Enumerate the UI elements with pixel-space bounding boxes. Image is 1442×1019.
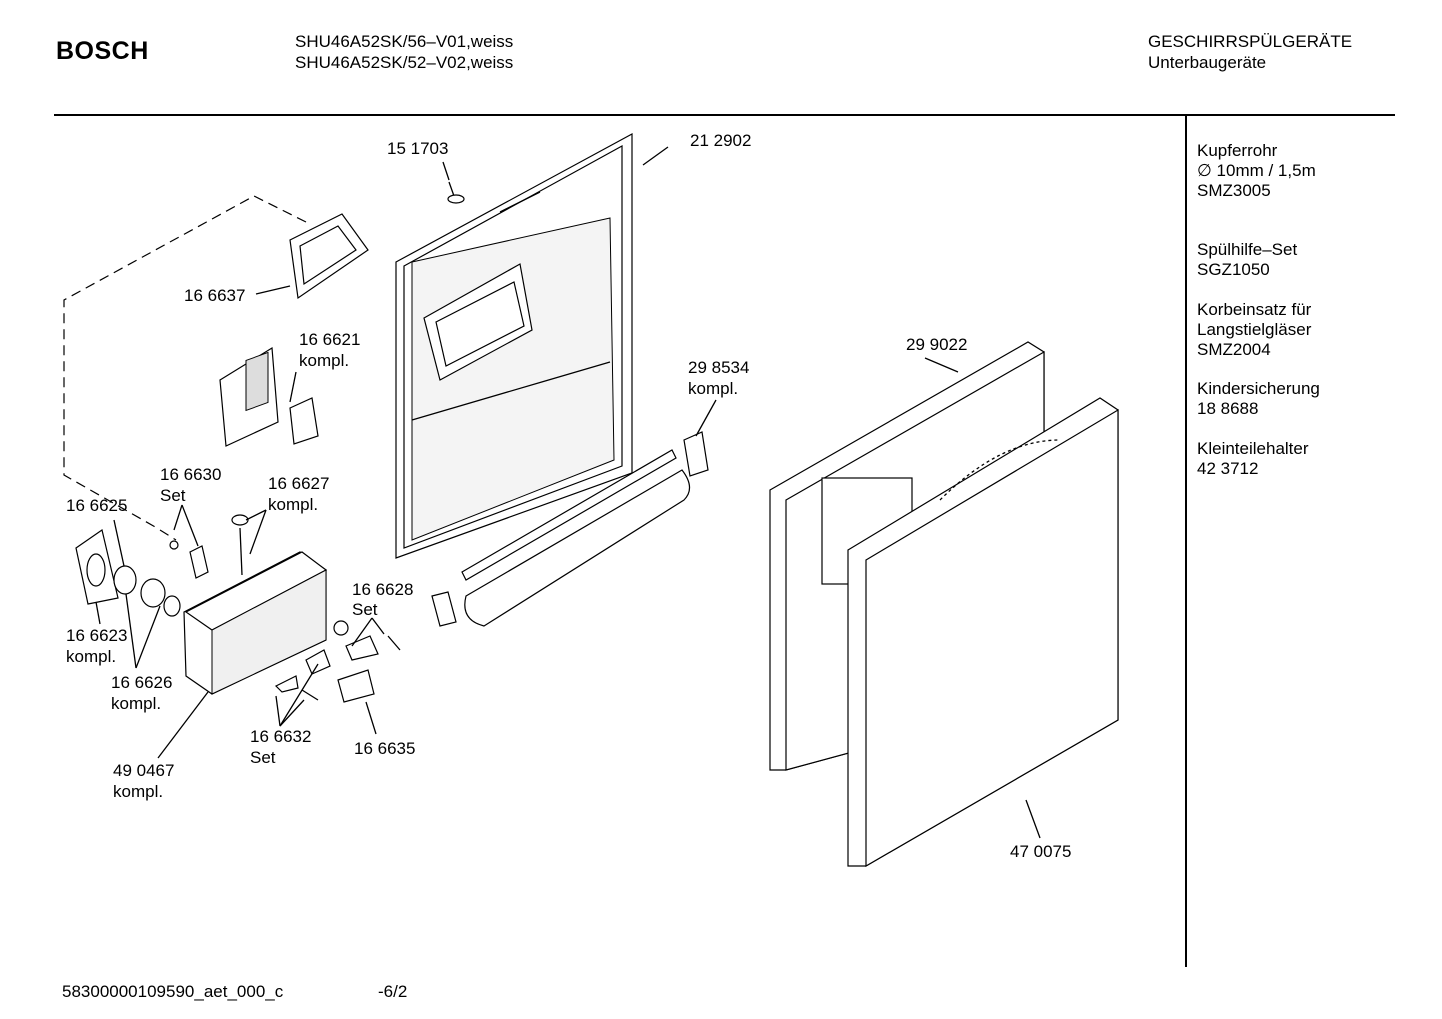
part-note-166632: Set	[250, 748, 276, 767]
model-line-1: SHU46A52SK/56–V01,weiss	[295, 32, 514, 51]
brand-logo: BOSCH	[56, 37, 149, 65]
part-note-166630: Set	[160, 486, 186, 505]
part-label-470075: 47 0075	[1010, 842, 1071, 861]
part-label-298534: 29 8534	[688, 358, 749, 377]
dispenser-housing	[183, 551, 328, 695]
part-label-166630: 16 6630	[160, 465, 221, 484]
category-line-1: GESCHIRRSPÜLGERÄTE	[1148, 32, 1353, 51]
accessory-3: Kindersicherung 18 8688	[1197, 379, 1320, 419]
accessory-1-line-0: Spülhilfe–Set	[1197, 240, 1298, 259]
part-label-212902: 21 2902	[690, 131, 751, 150]
accessory-3-line-0: Kindersicherung	[1197, 379, 1320, 398]
part-label-166623: 16 6623	[66, 626, 127, 645]
accessory-4-line-1: 42 3712	[1197, 459, 1259, 478]
header-divider	[54, 114, 1395, 116]
accessory-2-line-0: Korbeinsatz für	[1197, 300, 1312, 319]
accessory-0: Kupferrohr ∅ 10mm / 1,5m SMZ3005	[1197, 141, 1316, 201]
part-label-166628: 16 6628	[352, 580, 413, 599]
page-number: -6/2	[378, 982, 408, 1001]
part-label-166621: 16 6621	[299, 330, 360, 349]
accessory-4-line-0: Kleinteilehalter	[1197, 439, 1309, 458]
accessory-2: Korbeinsatz für Langstielgläser SMZ2004	[1197, 300, 1311, 360]
part-note-166628: Set	[352, 600, 378, 619]
part-label-166627: 16 6627	[268, 474, 329, 493]
part-label-151703: 15 1703	[387, 139, 448, 158]
part-label-166625: 16 6625	[66, 496, 127, 515]
accessory-0-line-1: ∅ 10mm / 1,5m	[1197, 161, 1316, 180]
accessory-1-line-1: SGZ1050	[1197, 260, 1270, 279]
accessory-1: Spülhilfe–Set SGZ1050	[1197, 240, 1297, 280]
rail-part	[431, 431, 709, 627]
accessory-2-line-1: Langstielgläser	[1197, 320, 1312, 339]
part-label-490467: 49 0467	[113, 761, 174, 780]
part-label-166632: 16 6632	[250, 727, 311, 746]
document-id: 58300000109590_aet_000_c	[62, 982, 284, 1001]
accessory-0-line-2: SMZ3005	[1197, 181, 1271, 200]
accessory-3-line-1: 18 8688	[1197, 399, 1259, 418]
part-note-490467: kompl.	[113, 782, 163, 801]
part-note-298534: kompl.	[688, 379, 738, 398]
front-panel	[847, 397, 1119, 868]
accessory-0-line-0: Kupferrohr	[1197, 141, 1278, 160]
group-outline-dashed	[63, 195, 307, 541]
model-line-2: SHU46A52SK/52–V02,weiss	[295, 53, 514, 72]
accessory-2-line-2: SMZ2004	[1197, 340, 1271, 359]
leader-lines	[95, 146, 1041, 839]
dispenser-lid-part	[219, 346, 319, 447]
knob-part	[75, 529, 119, 605]
screw-part	[447, 181, 465, 204]
latch-parts	[274, 620, 401, 703]
inner-door-panel	[395, 132, 633, 559]
seal-frame-part	[289, 213, 369, 300]
part-label-166626: 16 6626	[111, 673, 172, 692]
part-label-299022: 29 9022	[906, 335, 967, 354]
part-note-166621: kompl.	[299, 351, 349, 370]
sidebar-divider	[1185, 116, 1187, 967]
ring-parts	[113, 565, 181, 617]
part-note-166627: kompl.	[268, 495, 318, 514]
part-note-166626: kompl.	[111, 694, 161, 713]
part-label-166637: 16 6637	[184, 286, 245, 305]
part-label-166635: 16 6635	[354, 739, 415, 758]
small-parts-set	[169, 514, 249, 579]
part-note-166623: kompl.	[66, 647, 116, 666]
category-line-2: Unterbaugeräte	[1148, 53, 1267, 72]
accessory-4: Kleinteilehalter 42 3712	[1197, 439, 1309, 479]
